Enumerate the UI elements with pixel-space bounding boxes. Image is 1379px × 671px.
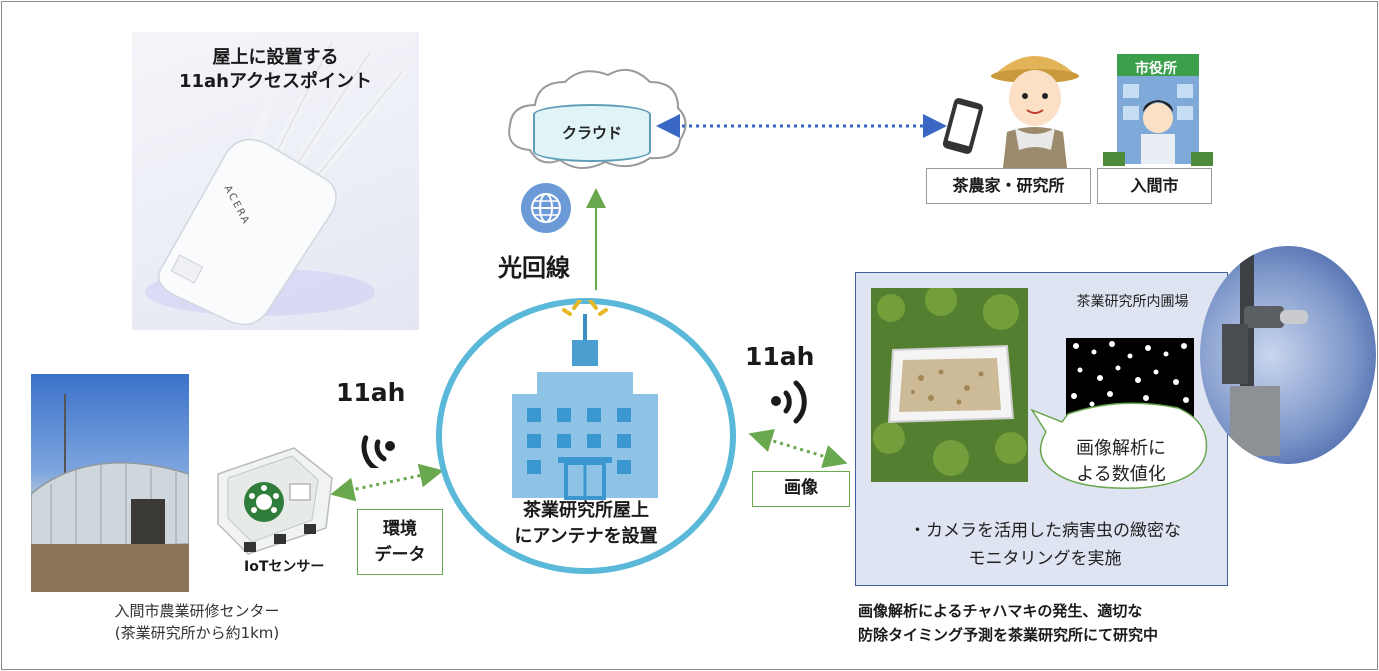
environment-data-line1: 環境 xyxy=(383,519,417,539)
city-label: 入間市 xyxy=(1097,168,1212,204)
environment-data-box: 環境 データ xyxy=(357,509,443,575)
environment-data-line2: データ xyxy=(374,545,426,565)
farmer-research-label: 茶農家・研究所 xyxy=(926,168,1091,204)
tea-field-photo xyxy=(871,288,1028,482)
bubble-line1: 画像解析に xyxy=(1076,438,1166,459)
monitoring-note-line1: ・カメラを活用した病害虫の緻密な xyxy=(909,521,1181,541)
wireless-signal-right-icon xyxy=(771,380,807,424)
city-hall-sign: 市役所 xyxy=(1135,61,1177,77)
greenhouse-caption-line2: (茶業研究所から約1km) xyxy=(114,624,280,642)
globe-icon xyxy=(521,183,571,233)
camera-photo xyxy=(1200,246,1376,464)
access-point-caption-line2: 11ahアクセスポイント xyxy=(178,71,373,92)
access-point-caption: 屋上に設置する 11ahアクセスポイント xyxy=(132,46,419,94)
building-icon xyxy=(512,300,658,500)
research-caption-line2: 防除タイミング予測を茶業研究所にて研究中 xyxy=(858,626,1159,644)
monitoring-note: ・カメラを活用した病害虫の緻密な モニタリングを実施 xyxy=(870,517,1220,573)
access-point-caption-line1: 屋上に設置する xyxy=(212,47,339,68)
research-caption: 画像解析によるチャハマキの発生、適切な 防除タイミング予測を茶業研究所にて研究中 xyxy=(858,599,1238,647)
speech-bubble xyxy=(1030,402,1208,489)
greenhouse-caption: 入間市農業研修センター (茶業研究所から約1km) xyxy=(92,600,302,644)
sensor-link-arrow xyxy=(330,463,444,502)
link-right-label: 11ah xyxy=(745,342,815,371)
iot-sensor-icon xyxy=(217,447,333,555)
research-caption-line1: 画像解析によるチャハマキの発生、適切な xyxy=(858,602,1143,620)
link-left-label: 11ah xyxy=(336,378,406,407)
sensor-label: IoTセンサー xyxy=(244,559,325,575)
center-label-line1: 茶業研究所屋上 xyxy=(523,500,649,521)
bubble-line2: よる数値化 xyxy=(1076,464,1166,485)
access-point-photo xyxy=(132,32,419,330)
access-point-illustration xyxy=(145,37,407,326)
camera-link-arrow xyxy=(748,428,848,469)
city-hall-icon xyxy=(1103,54,1213,166)
field-label: 茶業研究所内圃場 xyxy=(1076,294,1189,310)
smartphone-icon xyxy=(942,98,984,154)
center-label: 茶業研究所屋上 にアンテナを設置 xyxy=(486,498,686,550)
cloud-storage: クラウド xyxy=(533,104,651,162)
greenhouse-caption-line1: 入間市農業研修センター xyxy=(114,602,280,620)
farmer-icon xyxy=(991,56,1079,168)
fiber-label: 光回線 xyxy=(498,254,570,282)
monitoring-note-line2: モニタリングを実施 xyxy=(968,549,1122,569)
bubble-text: 画像解析に よる数値化 xyxy=(1040,436,1202,488)
greenhouse-photo xyxy=(31,374,189,592)
image-data-box: 画像 xyxy=(752,471,850,507)
center-label-line2: にアンテナを設置 xyxy=(514,526,658,547)
wireless-signal-left-icon xyxy=(361,435,395,468)
